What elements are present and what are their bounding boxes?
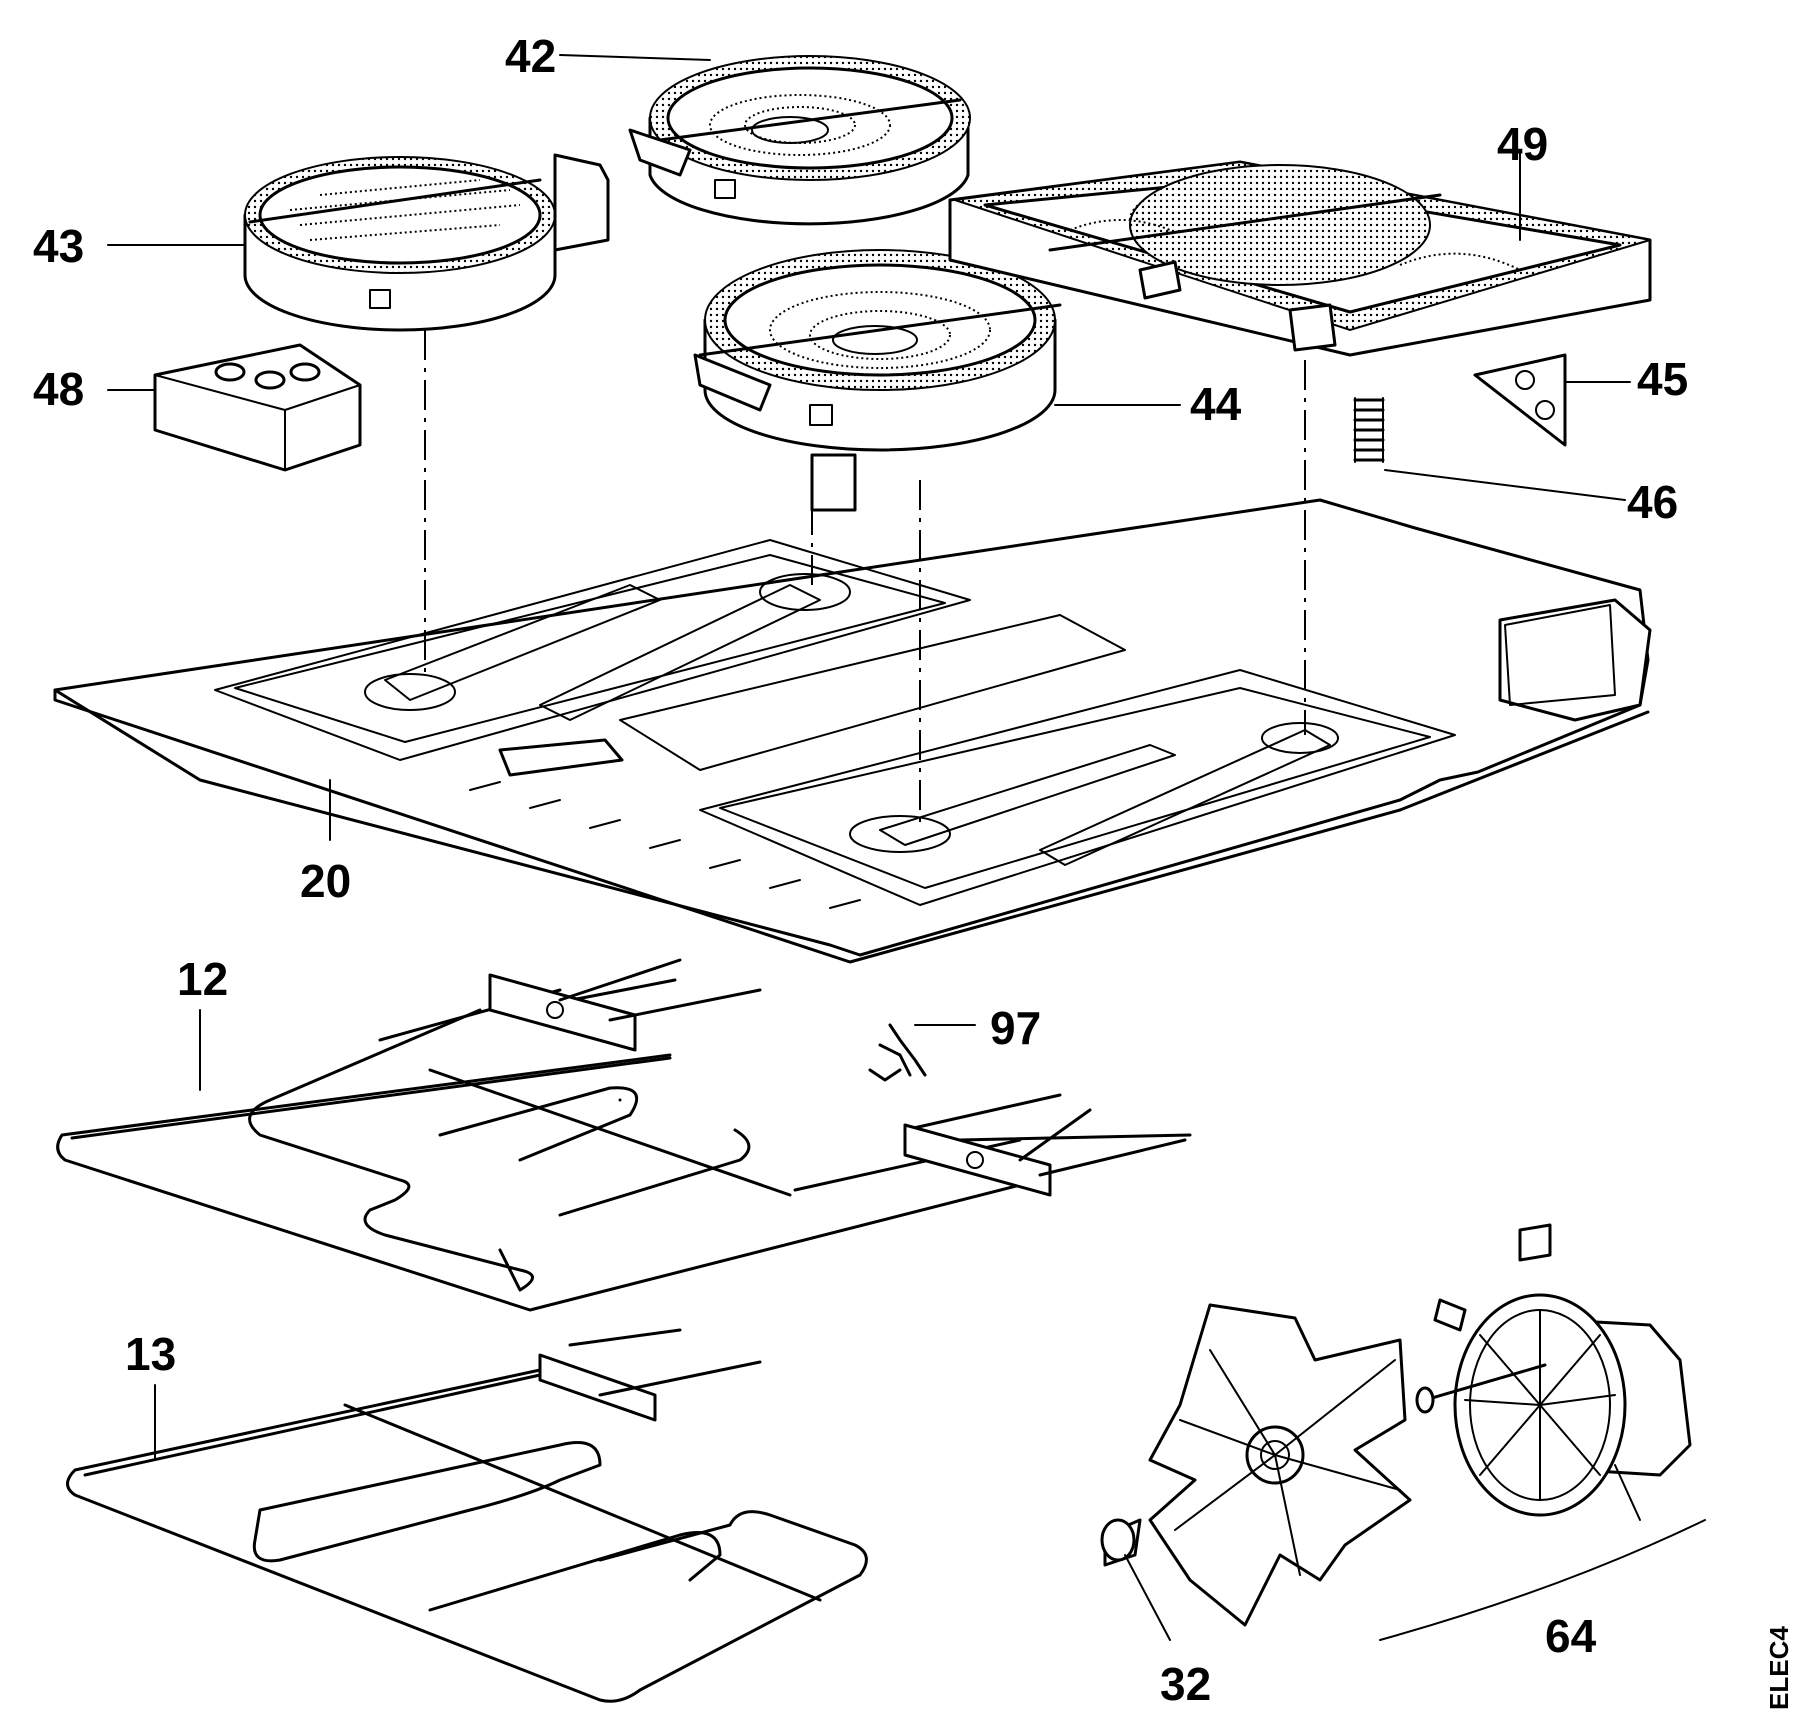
fan-motor-64 — [1415, 1223, 1692, 1517]
label-48: 48 — [33, 363, 84, 415]
label-42: 42 — [505, 30, 556, 82]
leader-lines — [107, 54, 1706, 1641]
label-64: 64 — [1545, 1610, 1597, 1662]
part-number-labels: 42 43 48 44 49 45 46 20 12 97 13 32 64 E… — [33, 30, 1794, 1710]
label-45: 45 — [1637, 353, 1688, 405]
radiant-ring-element-44 — [693, 249, 1062, 512]
hob-base-plate — [53, 498, 1652, 964]
drawing-code: ELEC4 — [1764, 1626, 1794, 1710]
radiant-ring-element-43 — [243, 153, 610, 332]
spring-46 — [1353, 397, 1385, 463]
label-20: 20 — [300, 855, 351, 907]
label-32: 32 — [1160, 1658, 1211, 1710]
mounting-bracket-45 — [1473, 353, 1567, 447]
label-49: 49 — [1497, 118, 1548, 170]
plate-slot-holes — [469, 781, 861, 909]
label-44: 44 — [1190, 378, 1242, 430]
label-13: 13 — [125, 1328, 176, 1380]
clip-97 — [868, 1023, 927, 1082]
grill-heating-element-13 — [66, 1328, 868, 1703]
fan-impeller — [1148, 1303, 1412, 1627]
fan-blade-32-nut — [1100, 1518, 1142, 1567]
label-12: 12 — [177, 953, 228, 1005]
dual-radiant-element-49 — [948, 160, 1652, 357]
terminal-block-48 — [153, 343, 362, 472]
grill-heating-element-12 — [56, 958, 1192, 1312]
label-46: 46 — [1627, 476, 1678, 528]
element-support-arms — [364, 573, 1339, 866]
label-97: 97 — [990, 1002, 1041, 1054]
radiant-ring-element-42 — [628, 55, 971, 226]
label-43: 43 — [33, 220, 84, 272]
